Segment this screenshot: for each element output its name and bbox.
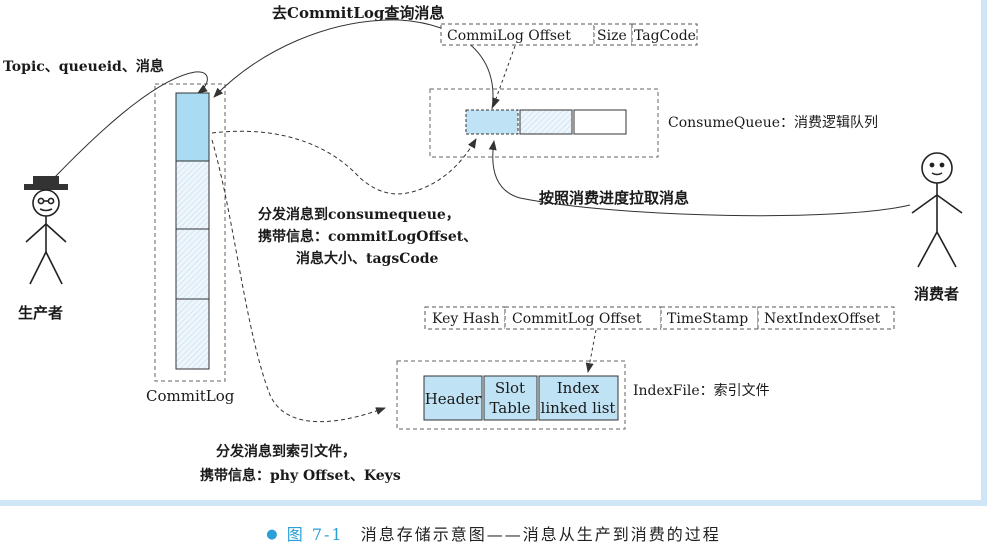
dispatch-cq-line-1: 分发消息到consumequeue， xyxy=(258,206,460,223)
figure-frame: 生产者 消费者 CommitLog Topic、queueid、消息 去Comm… xyxy=(0,0,987,506)
indexfile-header-text: Header xyxy=(425,390,482,408)
consumer-label: 消费者 xyxy=(914,285,959,303)
commitlog-message-block xyxy=(175,160,210,230)
caption-text: 消息存储示意图——消息从生产到消费的过程 xyxy=(360,525,721,544)
query-commitlog-arrow xyxy=(213,19,494,110)
index-field-timestamp: TimeStamp xyxy=(667,311,748,327)
message-storage-diagram: 生产者 消费者 CommitLog Topic、queueid、消息 去Comm… xyxy=(3,4,963,484)
index-entry-fields: Key Hash CommitLog Offset TimeStamp Next… xyxy=(424,306,895,330)
indexfile-linked-list-text: linked list xyxy=(541,399,616,417)
cq-field-pointer xyxy=(492,45,516,108)
pull-progress-label: 按照消费进度拉取消息 xyxy=(539,189,689,207)
index-field-box xyxy=(504,306,662,330)
cq-field-commitlog-offset: CommiLog Offset xyxy=(447,28,571,44)
consumequeue-entry xyxy=(573,109,627,135)
index-field-box xyxy=(757,306,895,330)
producer-figure xyxy=(24,176,68,285)
cq-field-tagcode: TagCode xyxy=(634,28,696,44)
index-field-pointer xyxy=(585,329,597,373)
hat-top xyxy=(33,176,59,185)
cq-entry-fields: CommiLog Offset Size TagCode xyxy=(440,23,698,46)
figure-caption: ● 图 7-1 消息存储示意图——消息从生产到消费的过程 xyxy=(0,521,987,545)
dispatch-index-line-1: 分发消息到索引文件， xyxy=(216,443,356,460)
consumequeue-entry-current xyxy=(465,109,519,135)
indexfile-slot-text: Slot xyxy=(495,379,525,397)
indexfile-header-block xyxy=(423,375,483,421)
indexfile-linked-list-block xyxy=(538,375,619,421)
consumer-head xyxy=(921,152,953,184)
producer-label: 生产者 xyxy=(18,304,63,322)
dispatch-index-line-2: 携带信息：phy Offset、Keys xyxy=(200,467,401,484)
index-field-commitlog-offset: CommitLog Offset xyxy=(512,311,642,327)
index-field-next-index-offset: NextIndexOffset xyxy=(764,311,881,327)
commitlog-message-current xyxy=(175,92,210,162)
index-field-key-hash: Key Hash xyxy=(432,311,499,327)
commitlog-message-block xyxy=(175,228,210,300)
consumequeue-label: ConsumeQueue：消费逻辑队列 xyxy=(668,115,878,131)
commitlog-label: CommitLog xyxy=(146,387,235,405)
cq-field-box xyxy=(593,23,633,46)
indexfile-table-text: Table xyxy=(489,399,530,417)
dispatch-indexfile-arrow xyxy=(211,139,386,423)
producer-to-commitlog-arrow xyxy=(53,71,208,179)
indexfile-index-text: Index xyxy=(557,379,600,397)
dispatch-consumequeue-arrow xyxy=(211,130,477,195)
cq-field-size: Size xyxy=(597,28,627,44)
figure-number: 图 7-1 xyxy=(286,525,344,544)
producer-head xyxy=(32,189,60,217)
commitlog-message-block xyxy=(175,298,210,370)
dispatch-cq-line-3: 消息大小、tagsCode xyxy=(296,250,438,267)
cq-field-box xyxy=(631,23,698,46)
consumequeue-container xyxy=(429,88,659,158)
consumequeue-entry xyxy=(519,109,573,135)
dispatch-cq-line-2: 携带信息：commitLogOffset、 xyxy=(258,228,477,245)
producer-input-label: Topic、queueid、消息 xyxy=(3,58,164,75)
hat-brim xyxy=(24,184,68,190)
consumer-pull-arrow xyxy=(488,140,911,217)
query-commitlog-label: 去CommitLog查询消息 xyxy=(272,4,444,22)
indexfile-container xyxy=(396,360,626,430)
caption-bullet-icon: ● xyxy=(266,527,280,542)
commitlog-container xyxy=(154,83,226,382)
consumer-figure xyxy=(911,152,963,268)
indexfile-label: IndexFile：索引文件 xyxy=(633,382,770,399)
indexfile-slot-table-block xyxy=(483,375,538,421)
